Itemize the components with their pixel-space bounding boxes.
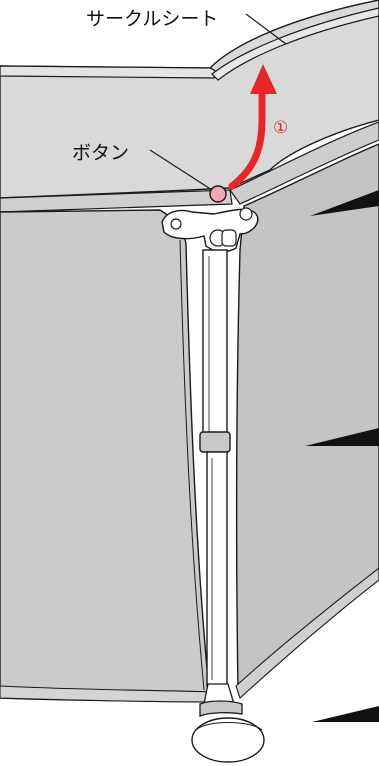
joint-hole-right [240,208,252,220]
joint-knob [222,230,236,246]
left-side-panel [0,210,210,701]
foot-strap [200,701,242,716]
circle-sheet-label: サークルシート [86,4,218,31]
pole-lower [207,452,227,686]
pole-upper [203,250,227,440]
button-label: ボタン [72,138,129,165]
sheet-left-rim [0,66,216,78]
joint-hole-left [171,219,181,229]
fold-wedge-3 [312,706,379,722]
pole-clip [200,432,230,452]
step-number-label: ① [273,118,288,138]
right-side-panel [237,144,379,690]
round-push-button-icon [210,186,226,202]
pole-foot [192,718,264,762]
